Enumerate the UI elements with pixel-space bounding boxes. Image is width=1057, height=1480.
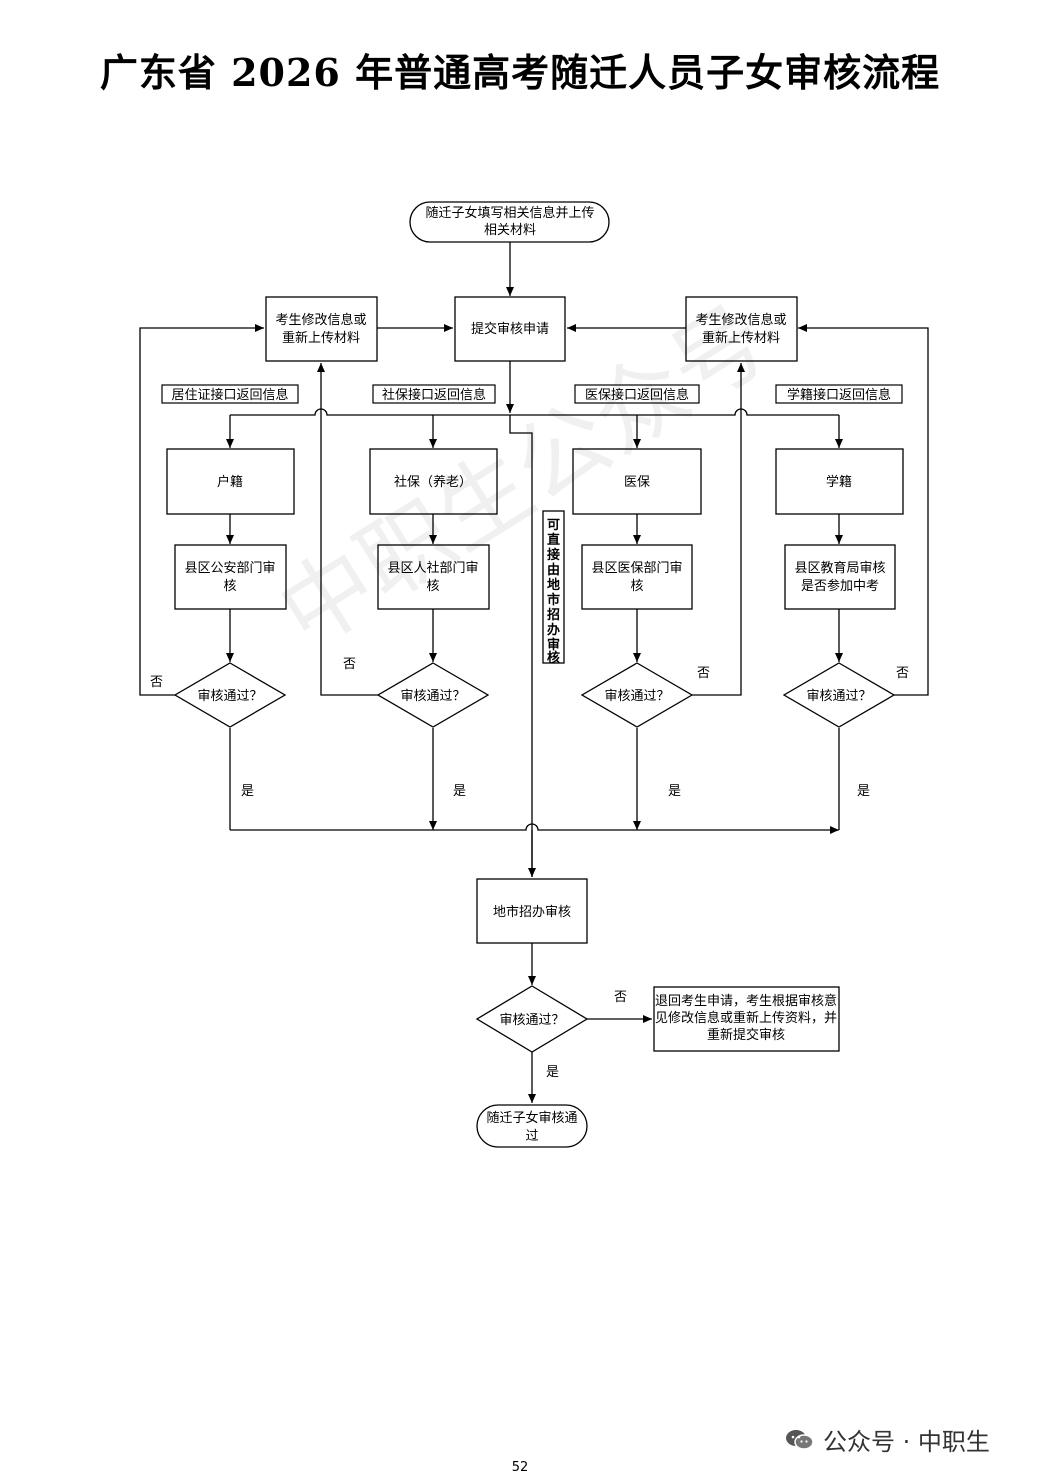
medical-review-node: 县区医保部门审 核: [581, 544, 693, 610]
wechat-icon: [785, 1428, 815, 1452]
direct-review-node: 可 直 接 由 地 市 招 办 审 核: [542, 510, 565, 666]
medical-line-2: 核: [630, 579, 643, 594]
edge-direct-path: [509, 415, 536, 877]
modify-left-node: 考生修改信息或 重新上传材料: [265, 296, 378, 362]
shebao-text: 社保（养老）: [394, 474, 472, 490]
direct-char: 办: [547, 622, 560, 638]
direct-char: 核: [547, 650, 560, 666]
hr-line-1: 县区人社部门审: [387, 560, 478, 576]
edges: [139, 242, 929, 1103]
shebao-api-text: 社保接口返回信息: [382, 387, 486, 403]
no-label-5: 否: [614, 990, 627, 1005]
start-line-2: 相关材料: [484, 223, 536, 238]
police-line-1: 县区公安部门审: [184, 561, 275, 576]
start-line-1: 随迁子女填写相关信息并上传: [425, 205, 594, 221]
direct-char: 由: [547, 562, 560, 578]
yibao-node: 医保: [572, 448, 702, 515]
direct-char: 审: [547, 637, 560, 653]
hr-review-node: 县区人社部门审 核: [377, 544, 490, 610]
submit-text: 提交审核申请: [471, 321, 549, 337]
end-line-1: 随迁子女审核通: [486, 1110, 577, 1126]
no-label-4: 否: [896, 666, 909, 681]
modify-right-line-1: 考生修改信息或: [695, 312, 786, 328]
xueji-api-label: 学籍接口返回信息: [775, 384, 903, 404]
edu-line-1: 县区教育局审核: [794, 560, 885, 576]
end-line-2: 过: [525, 1129, 538, 1144]
xueji-text: 学籍: [826, 474, 852, 490]
yibao-api-label: 医保接口返回信息: [574, 384, 700, 404]
page-number: 52: [511, 1460, 529, 1475]
xueji-api-text: 学籍接口返回信息: [787, 387, 891, 403]
yibao-api-text: 医保接口返回信息: [585, 387, 689, 403]
city-review-node: 地市招办审核: [476, 878, 588, 944]
decision-3: 审核通过？: [580, 662, 694, 728]
edge-d3-no: [692, 363, 745, 696]
juzhu-api-text: 居住证接口返回信息: [171, 387, 288, 403]
no-label-3: 否: [697, 666, 710, 681]
edge-labels: 否 否 否 否 是 是 是 是 否 是: [150, 657, 909, 1080]
modify-left-line-2: 重新上传材料: [282, 330, 360, 346]
xueji-node: 学籍: [775, 448, 904, 515]
edu-line-2: 是否参加中考: [801, 578, 879, 594]
direct-char: 接: [547, 547, 560, 563]
yes-label-5: 是: [546, 1065, 559, 1080]
reject-line-2: 见修改信息或重新上传资料，并: [655, 1010, 837, 1026]
reject-node: 退回考生申请，考生根据审核意 见修改信息或重新上传资料，并 重新提交审核: [653, 986, 840, 1052]
page-title: 广东省 2026 年普通高考随迁人员子女审核流程: [99, 50, 941, 95]
decision-2-text: 审核通过？: [400, 689, 465, 704]
no-label-1: 否: [150, 675, 163, 690]
decision-5: 审核通过？: [475, 985, 589, 1053]
direct-char: 直: [547, 532, 560, 548]
reject-line-1: 退回考生申请，考生根据审核意: [655, 993, 837, 1009]
hr-line-2: 核: [426, 579, 439, 594]
modify-right-node: 考生修改信息或 重新上传材料: [685, 296, 798, 362]
edge-d4-no: [798, 324, 929, 696]
yibao-text: 医保: [624, 475, 650, 490]
shebao-node: 社保（养老）: [369, 448, 498, 515]
decision-1-text: 审核通过？: [197, 689, 262, 704]
juzhu-api-label: 居住证接口返回信息: [161, 384, 299, 404]
hukou-text: 户籍: [217, 474, 243, 490]
wechat-badge: 公众号 · 中职生: [785, 1422, 990, 1457]
police-review-node: 县区公安部门审 核: [174, 544, 287, 610]
police-line-2: 核: [223, 579, 236, 594]
decision-4: 审核通过？: [782, 662, 896, 728]
decision-4-text: 审核通过？: [806, 689, 871, 704]
reject-line-3: 重新提交审核: [707, 1027, 785, 1043]
end-node: 随迁子女审核通 过: [476, 1104, 588, 1148]
yes-label-4: 是: [857, 784, 870, 799]
yes-label-2: 是: [453, 784, 466, 799]
decision-5-text: 审核通过？: [499, 1013, 564, 1028]
modify-left-line-1: 考生修改信息或: [275, 312, 366, 328]
edge-d1-no: [139, 324, 264, 696]
hukou-node: 户籍: [166, 448, 295, 515]
edu-review-node: 县区教育局审核 是否参加中考: [784, 544, 896, 610]
decision-3-text: 审核通过？: [604, 689, 669, 704]
wechat-text: 公众号 · 中职生: [823, 1428, 990, 1456]
submit-node: 提交审核申请: [454, 296, 566, 362]
direct-char: 地: [547, 577, 560, 593]
decision-2: 审核通过？: [376, 662, 490, 728]
decision-1: 审核通过？: [173, 662, 287, 728]
city-text: 地市招办审核: [493, 904, 571, 920]
edge-merge-bus: [230, 823, 839, 834]
yes-label-3: 是: [668, 784, 681, 799]
medical-line-1: 县区医保部门审: [591, 561, 682, 576]
no-label-2: 否: [343, 657, 356, 672]
direct-char: 招: [547, 607, 560, 623]
shebao-api-label: 社保接口返回信息: [372, 384, 496, 404]
direct-char: 可: [547, 518, 560, 533]
direct-char: 市: [547, 592, 560, 608]
edge-d2-no: [317, 363, 378, 696]
edge-distribution-bus: [230, 408, 839, 416]
start-node: 随迁子女填写相关信息并上传 相关材料: [409, 201, 610, 243]
modify-right-line-2: 重新上传材料: [702, 330, 780, 346]
yes-label-1: 是: [241, 784, 254, 799]
